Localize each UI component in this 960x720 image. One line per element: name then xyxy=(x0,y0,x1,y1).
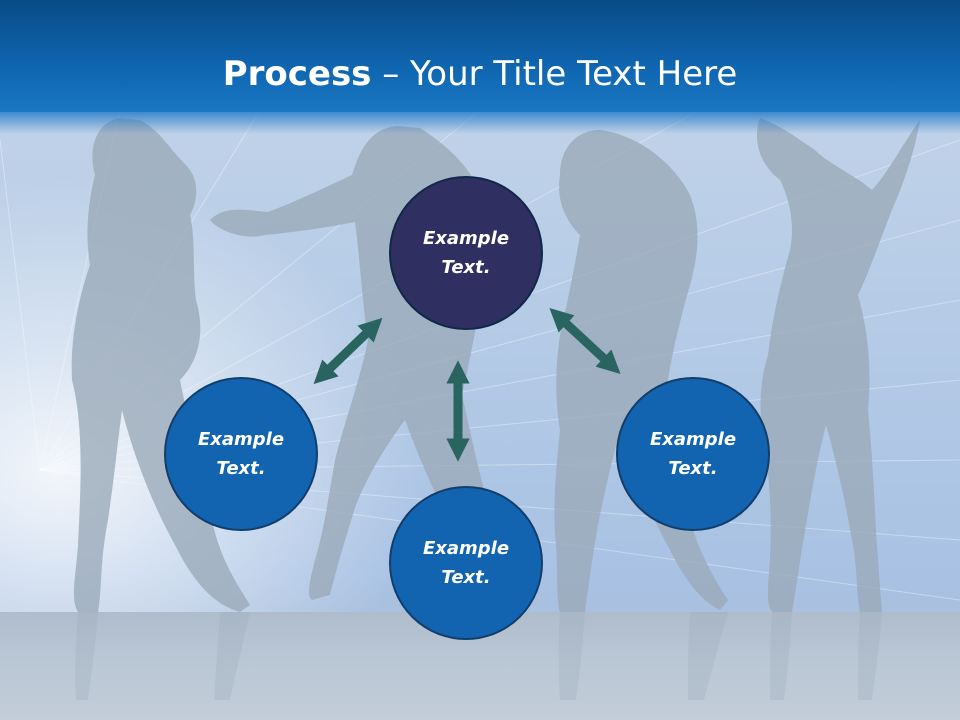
slide-title: Process – Your Title Text Here xyxy=(0,52,960,96)
node-top-line1: Example xyxy=(422,228,510,249)
node-left-line1: Example xyxy=(197,429,285,450)
node-right-line2: Text. xyxy=(668,458,718,479)
arrow-top-right xyxy=(549,308,621,374)
title-regular-part: – Your Title Text Here xyxy=(371,54,738,94)
title-bold-part: Process xyxy=(222,54,372,94)
arrow-top-left xyxy=(313,317,383,385)
node-top-line2: Text. xyxy=(441,257,491,278)
node-left-line2: Text. xyxy=(216,458,266,479)
node-bottom-line1: Example xyxy=(422,538,510,559)
node-bottom-line2: Text. xyxy=(441,567,491,588)
title-bar xyxy=(0,0,960,112)
node-right-line1: Example xyxy=(649,429,737,450)
title-bar-fade xyxy=(0,112,960,134)
